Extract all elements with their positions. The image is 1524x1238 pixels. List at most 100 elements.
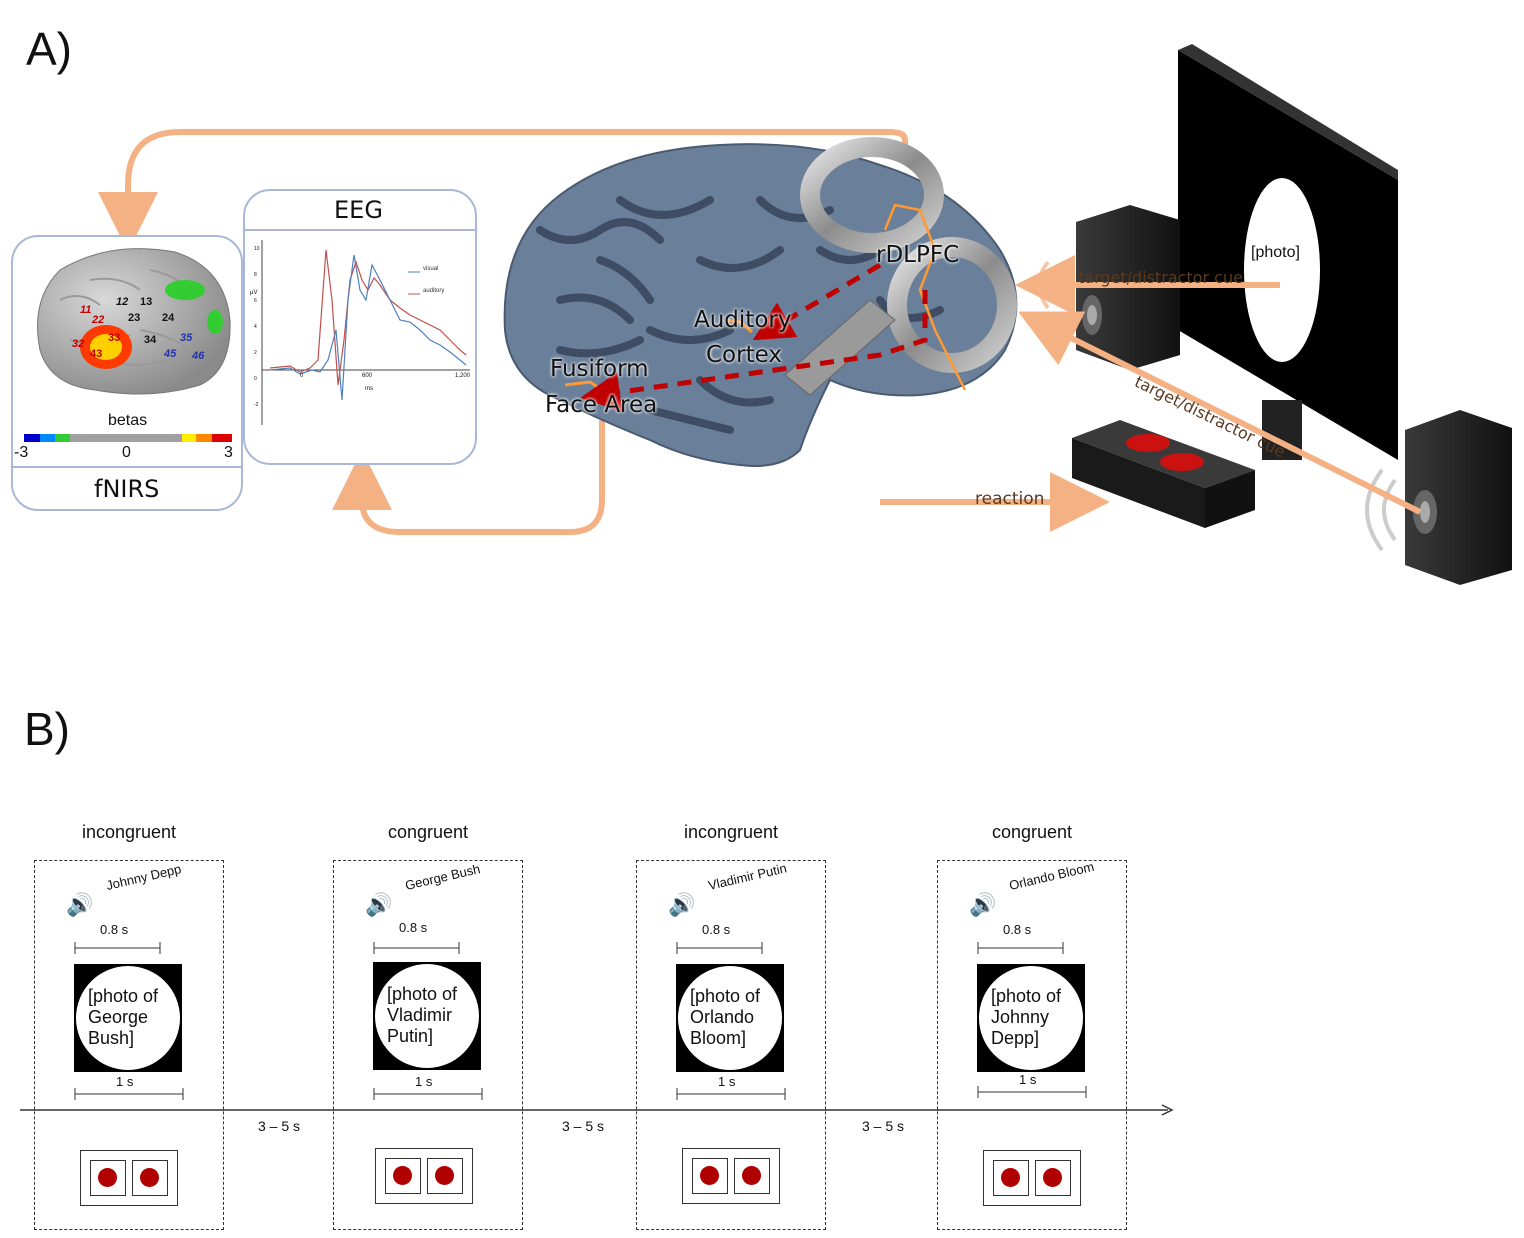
eeg-visual-trace: [269, 254, 467, 401]
fnirs-channel-labels: 11 22 32 33 43 12 13 23 24 34 35 45 46: [70, 280, 220, 370]
cue-arrow-bottom: [1018, 311, 1422, 515]
response-button-left[interactable]: [385, 1158, 421, 1194]
eeg-y-tick: 0: [254, 376, 257, 382]
audio-duration: 0.8 s: [702, 922, 731, 937]
channel-black-label: 34: [144, 334, 157, 346]
interval-label: 3 – 5 s: [862, 1118, 905, 1134]
trial-condition: incongruent: [683, 822, 779, 842]
auditory-cortex-label-line1: Auditory: [694, 307, 792, 333]
eeg-y-tick: 10: [254, 246, 260, 252]
channel-black-label: 23: [128, 312, 141, 324]
response-buttons: [983, 1150, 1081, 1206]
eeg-y-tick: -2: [254, 402, 259, 408]
trial-2: congruent 🔊 George Bush 0.8 s [photo of …: [333, 822, 523, 1232]
channel-black-label: 12: [116, 296, 129, 308]
eeg-x-tick: 600: [362, 373, 373, 379]
face-photo: [photo of Vladimir Putin]: [373, 962, 481, 1070]
channel-black-label: 24: [162, 312, 175, 324]
trial-condition: congruent: [387, 822, 469, 842]
speaker-icon: 🔊: [969, 892, 997, 917]
channel-blue-label: 35: [180, 332, 193, 344]
eeg-x-tick: 1,200: [455, 373, 471, 379]
channel-blue-label: 45: [164, 348, 177, 360]
response-button-right[interactable]: [132, 1160, 168, 1196]
fnirs-colorbar-mid: 0: [122, 444, 131, 461]
photo-placeholder: [photo of Johnny Depp]: [991, 986, 1062, 1048]
panel-a-graphics: [11, 44, 1512, 585]
photo-duration-bar: [373, 1088, 483, 1100]
eeg-y-tick: 8: [254, 272, 257, 278]
fnirs-colorbar-max: 3: [224, 444, 233, 461]
response-button-left[interactable]: [692, 1158, 728, 1194]
rdlpfc-auditory-connection: [752, 262, 882, 341]
rdlpfc-label: rDLPFC: [876, 242, 960, 268]
trial-box: [34, 860, 224, 1230]
fusiform-label-line2: Face Area: [545, 392, 658, 418]
photo-duration-bar: [74, 1088, 184, 1100]
panel-b-label: B): [24, 703, 70, 755]
photo-duration-bar: [977, 1086, 1087, 1098]
audio-duration-bar: [373, 942, 460, 954]
monitor: [1178, 44, 1398, 460]
response-button-left[interactable]: [90, 1160, 126, 1196]
monitor-photo-label: [photo]: [1251, 244, 1300, 261]
eeg-y-ticks: 10 8 6 4 2 0 -2: [254, 236, 264, 418]
channel-black-label: 13: [140, 296, 153, 308]
trial-3: incongruent 🔊 Vladimir Putin 0.8 s [phot…: [636, 822, 826, 1232]
channel-red-label: 43: [90, 348, 103, 360]
face-photo: [photo of Orlando Bloom]: [676, 964, 784, 1072]
interval-label: 3 – 5 s: [562, 1118, 605, 1134]
eeg-title: EEG: [334, 196, 383, 224]
eeg-y-tick: 2: [254, 350, 257, 356]
feedback-arrow-top: [98, 129, 908, 252]
eeg-y-tick: 4: [254, 324, 257, 330]
trial-box: [636, 860, 826, 1230]
response-button-right[interactable]: [427, 1158, 463, 1194]
speaker-right: [1365, 410, 1512, 585]
timeline-axis: [20, 1104, 1174, 1116]
trial-box: [937, 860, 1127, 1230]
channel-red-label: 11: [80, 304, 92, 316]
interval-label: 3 – 5 s: [258, 1118, 301, 1134]
fnirs-title: fNIRS: [94, 475, 160, 503]
response-box: [1072, 420, 1255, 528]
rdlpfc-fusiform-connection: [580, 290, 928, 412]
response-buttons: [375, 1148, 473, 1204]
eeg-auditory-trace: [269, 249, 467, 386]
trial-condition: congruent: [991, 822, 1073, 842]
reaction-label: reaction: [975, 489, 1045, 509]
response-buttons: [682, 1148, 780, 1204]
audio-duration: 0.8 s: [1003, 922, 1032, 937]
eeg-legend-visual: visual: [423, 266, 439, 272]
audio-duration: 0.8 s: [399, 920, 428, 935]
channel-blue-label: 46: [192, 350, 205, 362]
response-button-left[interactable]: [993, 1160, 1029, 1196]
audio-duration-bar: [74, 942, 161, 954]
photo-duration: 1 s: [415, 1074, 433, 1089]
trial-box: [333, 860, 523, 1230]
speaker-icon: 🔊: [668, 892, 696, 917]
eeg-box: [243, 189, 477, 465]
eeg-y-tick: 6: [254, 298, 257, 304]
eeg-x-tick: 0: [300, 373, 304, 379]
feedback-arrow-bottom: [332, 420, 605, 535]
response-button-right[interactable]: [1035, 1160, 1071, 1196]
cue-label-top: target/distractor cue: [1078, 268, 1243, 287]
audio-duration-bar: [977, 942, 1064, 954]
fusiform-label-line1: Fusiform: [550, 356, 649, 382]
channel-red-label: 32: [72, 338, 85, 350]
photo-placeholder: [photo of George Bush]: [88, 986, 159, 1048]
trial-1: incongruent 🔊 Johnny Depp 0.8 s [photo o…: [34, 822, 224, 1232]
photo-placeholder: [photo of Vladimir Putin]: [387, 984, 458, 1046]
fnirs-colorbar-min: -3: [14, 444, 29, 461]
response-button-right[interactable]: [734, 1158, 770, 1194]
audio-duration-bar: [676, 942, 763, 954]
eeg-legend-auditory: auditory: [423, 288, 445, 294]
speaker-icon: 🔊: [365, 892, 393, 917]
channel-red-label: 22: [92, 314, 105, 326]
eeg-y-unit: µV: [250, 290, 258, 296]
photo-placeholder: [photo of Orlando Bloom]: [690, 986, 761, 1048]
photo-duration: 1 s: [1019, 1072, 1037, 1087]
eeg-x-unit: ms: [365, 386, 373, 392]
auditory-cortex-label-line2: Cortex: [706, 342, 782, 368]
